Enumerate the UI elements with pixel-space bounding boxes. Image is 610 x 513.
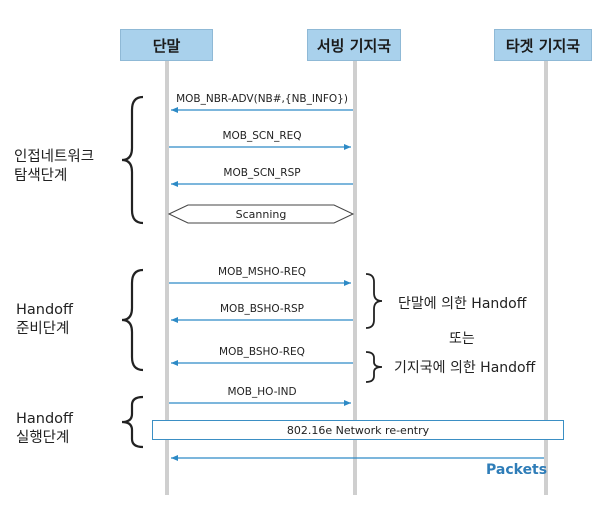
ho-ind-label: MOB_HO-IND <box>227 386 296 398</box>
target-bs-header-label: 타겟 기지국 <box>505 36 581 55</box>
discovery-brace <box>121 95 144 225</box>
terminal-header: 단말 <box>120 29 213 61</box>
execution-brace <box>121 395 144 449</box>
execution-phase-line-2: 실행단계 <box>16 430 70 446</box>
terminal-header-label: 단말 <box>152 36 181 55</box>
discovery-phase-line-1: 인접네트워크 <box>14 149 95 165</box>
terminal-handoff-brace <box>365 273 383 329</box>
scn-req-label: MOB_SCN_REQ <box>222 130 301 142</box>
network-reentry-label: 802.16e Network re-entry <box>286 423 430 437</box>
terminal-handoff-note: 단말에 의한 Handoff <box>398 296 527 312</box>
preparation-phase-line-2: 준비단계 <box>16 321 70 337</box>
serving-bs-header-label: 서빙 기지국 <box>316 36 392 55</box>
scn-rsp-label: MOB_SCN_RSP <box>223 167 300 179</box>
preparation-phase-line-1: Handoff <box>16 302 74 318</box>
or-note: 또는 <box>449 331 475 347</box>
discovery-phase-line-2: 탐색단계 <box>14 168 68 184</box>
bs-handoff-brace <box>365 351 383 383</box>
execution-phase-line-1: Handoff <box>16 411 74 427</box>
execution-phase-label: Handoff 실행단계 <box>16 410 73 448</box>
msho-req-label: MOB_MSHO-REQ <box>218 266 306 278</box>
preparation-phase-label: Handoff 준비단계 <box>16 301 73 339</box>
packets-label: Packets <box>486 462 548 478</box>
scanning-box <box>167 204 355 224</box>
bsho-rsp-label: MOB_BSHO-RSP <box>220 303 304 315</box>
scanning-label: Scanning <box>236 208 287 221</box>
bsho-req-label: MOB_BSHO-REQ <box>219 346 305 358</box>
discovery-phase-label: 인접네트워크 탐색단계 <box>14 148 94 186</box>
preparation-brace <box>121 268 144 372</box>
nbr-adv-label: MOB_NBR-ADV(NB#,{NB_INFO}) <box>176 93 348 105</box>
network-reentry-box: 802.16e Network re-entry <box>152 420 564 440</box>
serving-bs-header: 서빙 기지국 <box>307 29 401 61</box>
target-bs-header: 타겟 기지국 <box>494 29 592 61</box>
bs-handoff-note: 기지국에 의한 Handoff <box>394 360 536 376</box>
